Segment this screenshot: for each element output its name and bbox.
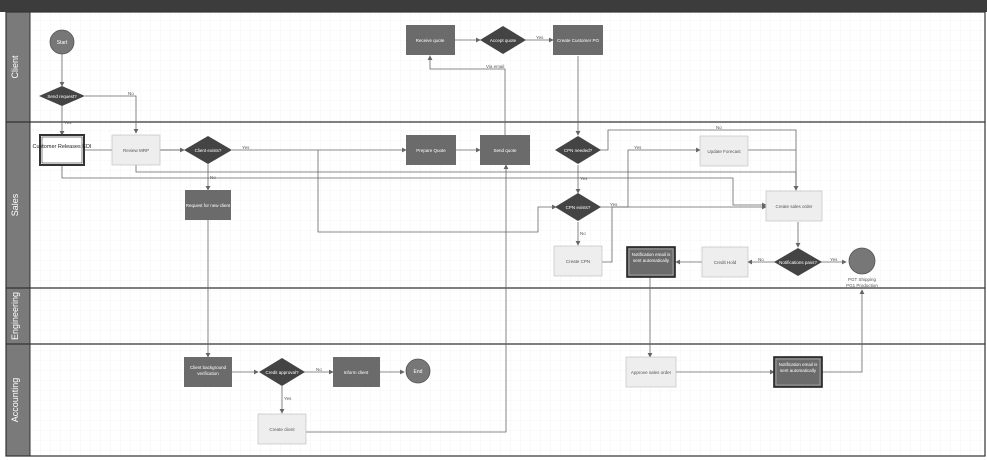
end-label: End: [414, 369, 423, 375]
start-label: Start: [57, 40, 68, 46]
credit-hold-label: Credit Hold: [714, 260, 737, 265]
edge-label: Yes: [64, 120, 72, 125]
client-background-node[interactable]: Client background verification: [184, 357, 232, 387]
client-exists-decision[interactable]: Client exists?: [184, 136, 232, 164]
create-sales-order-node[interactable]: Create sales order: [765, 190, 823, 222]
receive-quote-label: Receive quote: [416, 38, 445, 43]
prepare-quote-label: Prepare Quote: [416, 148, 446, 153]
client-exists-label: Client exists?: [195, 148, 222, 153]
send-quote-label: Send quote: [493, 148, 517, 153]
lane-label-sales: Sales: [10, 193, 20, 216]
edge-label: No: [210, 175, 216, 180]
create-cpn-label: Create CPN: [566, 259, 590, 264]
edge-label: Via email: [486, 64, 504, 69]
connectors: [59, 37, 865, 433]
update-forecast-label: Update Forecast: [707, 149, 741, 154]
notifications-pass-decision[interactable]: Notifications pass?: [774, 248, 822, 276]
edge-label: No: [316, 367, 322, 372]
create-client-node[interactable]: Create client: [257, 413, 307, 445]
approve-sales-order-label: Approve sales order: [631, 370, 672, 375]
pg1-production-label: PG1 Production: [846, 283, 878, 288]
edge-label: Yes: [610, 202, 618, 207]
request-new-client-label: Request for new client: [186, 203, 231, 208]
edge-label: No: [580, 231, 586, 236]
edge-label: No: [758, 257, 764, 262]
customer-releases-node[interactable]: Customer Releases EDI: [33, 134, 92, 166]
edge-label: No: [716, 125, 722, 130]
customer-releases-label: Customer Releases EDI: [33, 144, 92, 150]
edge-label: Yes: [536, 35, 544, 40]
start-node[interactable]: Start: [49, 29, 75, 55]
inform-client-node[interactable]: Inform client: [333, 357, 380, 387]
review-mrp-label: Review MRP: [123, 148, 149, 153]
credit-approval-decision[interactable]: Credit approval?: [259, 358, 305, 386]
cpn-exists-decision[interactable]: CPN exists?: [555, 193, 601, 221]
create-customer-po-node[interactable]: Create Customer PO: [553, 25, 603, 55]
svg-text:Customer Releases EDI: Customer Releases EDI: [33, 144, 92, 150]
prepare-quote-node[interactable]: Prepare Quote: [406, 135, 456, 165]
lane-label-engineering: Engineering: [10, 292, 20, 340]
end-node[interactable]: End: [405, 358, 431, 384]
cpn-needed-label: CPN needed?: [564, 148, 593, 153]
shipping-end-node[interactable]: [848, 247, 876, 275]
lane-label-accounting: Accounting: [10, 378, 20, 423]
lane-client: Client: [5, 11, 31, 123]
diagram-frame: [5, 11, 986, 457]
accept-quote-label: Accept quote: [490, 38, 517, 43]
request-new-client-node[interactable]: Request for new client: [185, 190, 231, 220]
pgt-shipping-label: PGT Shipping: [848, 277, 876, 282]
lane-label-client: Client: [10, 55, 20, 79]
notifications-pass-label: Notifications pass?: [779, 260, 817, 265]
create-customer-po-label: Create Customer PO: [557, 38, 600, 43]
notification-email-node-1[interactable]: Notification email is sent automatically: [626, 246, 676, 278]
lane-engineering: Engineering: [5, 287, 31, 345]
client-background-label: Client background verification: [189, 365, 227, 376]
edge-label: Yes: [830, 257, 838, 262]
receive-quote-node[interactable]: Receive quote: [406, 25, 455, 55]
create-cpn-node[interactable]: Create CPN: [553, 245, 603, 277]
lane-accounting: Accounting: [5, 343, 31, 457]
diagram-header-bar: [0, 0, 987, 12]
edge-label: Yes: [242, 145, 250, 150]
cpn-exists-label: CPN exists?: [566, 205, 591, 210]
create-client-label: Create client: [269, 427, 295, 432]
notification-email-label-1: Notification email is sent automatically: [631, 252, 671, 263]
edge-label: No: [128, 91, 134, 96]
send-quote-node[interactable]: Send quote: [480, 135, 530, 165]
accept-quote-decision[interactable]: Accept quote: [480, 26, 526, 54]
approve-sales-order-node[interactable]: Approve sales order: [625, 356, 677, 388]
notification-email-node-2[interactable]: Notification email is sent automatically: [773, 356, 823, 388]
update-forecast-node[interactable]: Update Forecast: [699, 135, 749, 167]
edge-label: Yes: [580, 176, 588, 181]
edge-label: Yes: [634, 145, 642, 150]
send-request-label: Send request?: [47, 94, 77, 99]
lane-sales: Sales: [5, 121, 31, 289]
credit-approval-label: Credit approval?: [265, 370, 299, 375]
inform-client-label: Inform client: [344, 370, 369, 375]
credit-hold-node[interactable]: Credit Hold: [701, 246, 749, 278]
edge-label: Yes: [284, 396, 292, 401]
notification-email-label-2: Notification email is sent automatically: [778, 362, 818, 373]
edge-labels: No Yes Yes No Via email Yes No Yes Yes Y…: [64, 35, 838, 401]
send-request-decision[interactable]: Send request?: [39, 86, 85, 106]
create-sales-order-label: Create sales order: [775, 204, 813, 209]
review-mrp-node[interactable]: Review MRP: [111, 134, 161, 166]
cpn-needed-decision[interactable]: CPN needed?: [555, 136, 601, 164]
